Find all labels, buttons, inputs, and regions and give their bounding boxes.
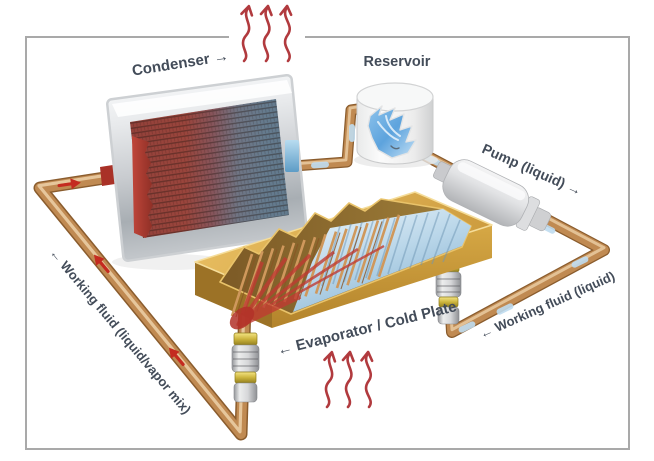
condenser-cold-outlet [285, 140, 299, 172]
condenser [100, 74, 308, 270]
reservoir-water [367, 105, 417, 159]
evaporator-cold-plate [194, 191, 493, 330]
reservoir-water-swirl [377, 115, 401, 141]
pump [433, 159, 552, 232]
reservoir-label: Reservoir [364, 54, 431, 70]
condenser-hot-manifold [132, 136, 153, 238]
pump-body [442, 159, 530, 227]
condenser-top-bevel [112, 80, 292, 117]
quick-disconnect-fitting-right [435, 260, 462, 325]
quick-disconnect-fitting-left [231, 332, 260, 403]
reservoir-lid [356, 82, 434, 112]
condenser-fins [130, 99, 289, 238]
reservoir [354, 82, 438, 168]
